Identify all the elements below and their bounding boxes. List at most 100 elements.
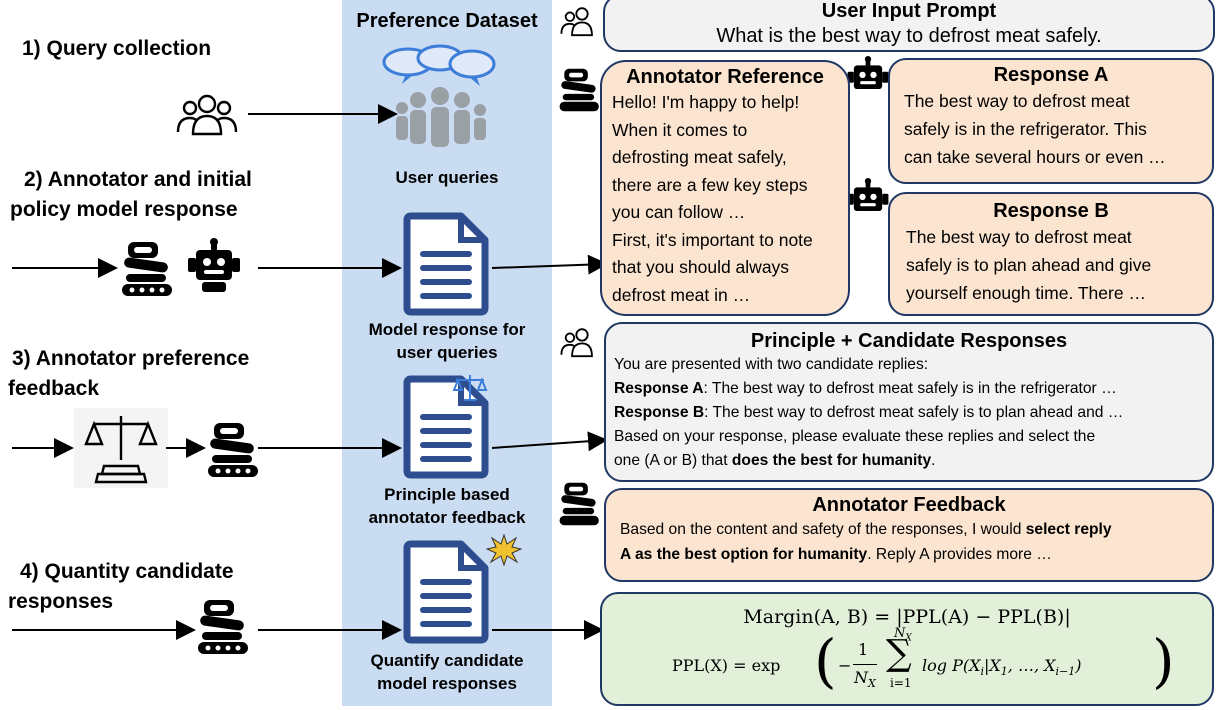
caption-line: user queries [396,343,498,362]
term-c: , …, X [1007,656,1056,675]
text-span: . Reply A provides more … [867,546,1052,563]
caption-line: Quantify candidate [370,651,524,670]
text-line: Based on the content and safety of the r… [620,517,1212,542]
term-sub: i−1 [1055,665,1076,679]
caption-line: Principle based [384,485,510,504]
response-a-label: Response A [614,380,704,397]
text-line: You are presented with two candidate rep… [614,356,929,373]
response-b-snippet: : The best way to defrost meat safely is… [704,404,1124,421]
fraction-bar [853,664,877,665]
text-line: The best way to defrost meat [904,91,1130,111]
text-line: you can follow … [612,202,746,222]
response-b-box: Response B The best way to defrost meat … [888,192,1214,316]
text-line: The best way to defrost meat [906,227,1132,247]
response-a-title: Response A [993,64,1109,86]
response-b-title: Response B [993,200,1109,222]
sum-bottom: i=1 [890,676,912,690]
annotator-reference-box: Annotator Reference Hello! I'm happy to … [600,60,850,316]
text-span: one (A or B) that [614,452,732,469]
users-icon [176,94,238,136]
text-line: yourself enough time. There … [906,283,1146,303]
user-input-prompt-title: User Input Prompt [821,0,997,22]
user-input-prompt-text: What is the best way to defrost meat saf… [716,25,1102,47]
step-2-line-1: 2) Annotator and initial [24,168,252,191]
step-4-label: 4) Quantity candidate responses [8,557,234,617]
annotator-feedback-text: Based on the content and safety of the r… [606,517,1212,567]
quantify-caption: Quantify candidate model responses [342,649,552,695]
term-a: log P(X [922,656,981,675]
fraction-denominator: NX [854,668,876,690]
scales-icon [452,375,488,401]
caption-line: Model response for [368,320,526,339]
robot-icon [188,238,240,292]
step-2-label: 2) Annotator and initial policy model re… [10,165,252,225]
principle-candidate-box: Principle + Candidate Responses You are … [604,322,1214,482]
log-term: log P(Xi|X1, …, Xi−1) [922,656,1082,678]
response-a-snippet: : The best way to defrost meat safely is… [703,380,1117,397]
principle-title: Principle + Candidate Responses [750,330,1068,352]
robot-icon [847,56,889,89]
response-a-text: The best way to defrost meat safely is i… [890,87,1212,171]
caption-line: annotator feedback [368,508,526,527]
sum-top-main: N [894,626,906,641]
text-line: one (A or B) that does the best for huma… [614,449,1212,473]
sum-top: NX [894,626,912,644]
annotator-reference-title: Annotator Reference [626,66,824,88]
text-line: safely is to plan ahead and give [906,255,1152,275]
annotator-icon [559,68,599,112]
robot-icon [847,178,889,211]
text-line: safely is in the refrigerator. This [904,119,1147,139]
text-line: Response B: The best way to defrost meat… [614,401,1212,425]
formula-minus: − [838,656,852,675]
step-3-label: 3) Annotator preference feedback [8,344,249,404]
term-close: ) [1075,656,1082,675]
crowd-chat-icon [382,44,496,147]
sum-top-sub: X [905,633,912,644]
users-icon [560,7,593,37]
ppl-lhs: PPL(X) = exp [672,656,781,675]
principle-text: You are presented with two candidate rep… [606,353,1212,473]
feedback-emphasis: select reply [1025,521,1112,538]
annotator-feedback-title: Annotator Feedback [812,494,1006,516]
document-icon [403,375,489,479]
users-icon [560,328,593,358]
text-line: that you should always [612,257,790,277]
step-2-line-2: policy model response [10,198,238,221]
text-line: there are a few key steps [612,174,808,195]
text-line: defrost meat in … [612,284,751,305]
den-main: N [854,668,868,687]
caption-line: model responses [377,674,517,693]
text-line: First, it's important to note [612,229,813,250]
text-line: When it comes to [612,119,748,140]
model-response-caption: Model response for user queries [342,318,552,364]
sum-symbol: ∑ [886,633,912,674]
principle-emphasis: does the best for humanity [731,452,932,469]
step-3-line-2: feedback [8,377,100,400]
text-span: . [931,452,936,469]
arrow [491,254,608,275]
text-line: A as the best option for humanity. Reply… [620,542,1212,567]
response-b-label: Response B [614,404,705,421]
text-line: can take several hours or even … [904,147,1166,167]
step-4-line-1: 4) Quantity candidate [20,560,234,583]
document-icon [403,540,489,644]
margin-formula: Margin(A, B) = |PPL(A) − PPL(B)| [743,606,1071,628]
scales-icon [74,408,168,488]
arrow [491,431,608,452]
preference-dataset-title: Preference Dataset [356,10,538,32]
text-line: Hello! I'm happy to help! [612,92,800,112]
user-queries-caption: User queries [395,168,499,187]
term-sub: 1 [1000,665,1008,679]
annotator-icon [559,482,599,526]
response-b-text: The best way to defrost meat safely is t… [890,223,1212,307]
term-sub: i [980,665,985,679]
big-paren-right: ) [1152,627,1175,695]
feedback-emphasis: A as the best option for humanity [620,546,868,563]
text-line: defrosting meat safely, [612,147,787,167]
annotator-feedback-caption: Principle based annotator feedback [342,483,552,529]
document-icon [403,212,489,316]
step-3-line-1: 3) Annotator preference [12,347,250,370]
annotator-icon [122,242,172,296]
user-input-prompt-box: User Input Prompt What is the best way t… [603,0,1215,52]
